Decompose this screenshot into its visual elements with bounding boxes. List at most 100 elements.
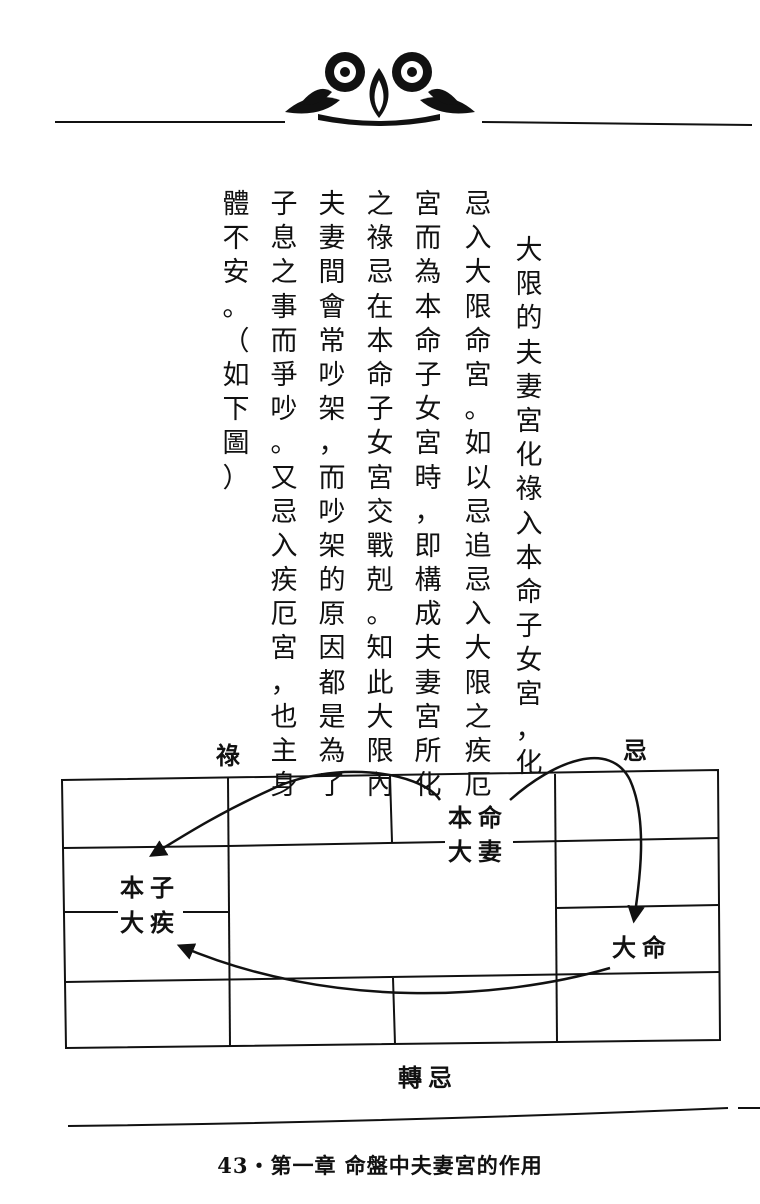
text-char: 所 (414, 736, 442, 767)
text-char: 祿 (515, 474, 543, 506)
text-char: 厄 (464, 770, 492, 802)
text-char: 入 (464, 599, 492, 631)
text-char: 即 (414, 530, 442, 562)
text-char: 大 (464, 633, 492, 665)
text-char: 女 (414, 394, 442, 426)
text-char: 子 (515, 611, 543, 643)
text-char: 會 (318, 291, 346, 323)
text-char: 宮 (366, 462, 394, 494)
text-char: 原 (318, 599, 346, 631)
text-char: 子 (366, 394, 394, 426)
text-char: 構 (414, 565, 442, 597)
text-char: 。 (270, 428, 298, 460)
text-char: 忌 (464, 496, 492, 528)
text-char: 追 (464, 530, 492, 562)
grid-line-h2 (227, 841, 446, 847)
ben-zi-label: 本子 (120, 873, 180, 902)
text-char: 本 (366, 325, 394, 357)
text-char: 事 (270, 291, 298, 323)
text-char: 命 (515, 576, 543, 608)
text-char: 安 (222, 257, 250, 289)
text-char: 限 (464, 667, 492, 699)
text-char: 體 (222, 189, 250, 220)
text-char: 。 (464, 394, 492, 426)
text-char: 在 (366, 291, 394, 323)
text-char: 主 (270, 736, 298, 767)
header-ornament (55, 52, 753, 126)
text-char: 如 (464, 428, 492, 460)
text-char: 忌 (464, 189, 492, 220)
text-char: 又 (270, 462, 298, 494)
text-char: 命 (366, 359, 394, 391)
text-char: 宮 (515, 679, 543, 711)
text-char: 知 (366, 633, 394, 665)
text-char: 身 (270, 770, 298, 802)
text-column-6: 子息之事而爭吵。又忌入疾厄宮，也主身 (264, 188, 304, 803)
text-char: 妻 (414, 667, 442, 699)
grid-line-h1 (62, 845, 229, 849)
text-char: 成 (414, 599, 442, 631)
page-footer: 43・第一章 命盤中夫妻宮的作用 (217, 1153, 543, 1178)
text-char: 以 (464, 462, 492, 494)
text-char: 間 (318, 257, 346, 289)
grid-frame (60, 768, 722, 1050)
text-char: 入 (515, 508, 543, 540)
text-char: 大 (464, 257, 492, 289)
text-char: 限 (515, 269, 543, 301)
text-char: 入 (270, 530, 298, 562)
text-char: ， (270, 667, 298, 699)
grid-line-v3 (554, 773, 558, 1043)
text-char: 夫 (515, 337, 543, 369)
text-column-3: 宮而為本命子女宮時，即構成夫妻宮所化 (408, 188, 448, 803)
text-char: 吵 (318, 496, 346, 528)
text-char: 疾 (270, 565, 298, 597)
da-ji-label: 大疾 (120, 908, 180, 937)
text-char: 宮 (464, 359, 492, 391)
text-column-1: 大限的夫妻宮化祿入本命子女宮，化 (509, 234, 549, 781)
text-char: 時 (414, 462, 442, 494)
text-char: 女 (366, 428, 394, 460)
ji-arrow (509, 756, 645, 924)
text-char: 而 (318, 462, 346, 494)
text-char: 命 (464, 325, 492, 357)
text-char: 命 (414, 325, 442, 357)
text-char: 宮 (414, 701, 442, 733)
text-char: 吵 (270, 394, 298, 426)
text-char: （ (222, 325, 250, 357)
text-char: 大 (515, 235, 543, 266)
text-char: 因 (318, 633, 346, 665)
text-char: 都 (318, 667, 346, 699)
text-char: ） (222, 462, 250, 494)
da-ming-label: 大命 (612, 933, 672, 962)
text-char: 爭 (270, 359, 298, 391)
text-char: 子 (270, 189, 298, 220)
text-char: ， (414, 496, 442, 528)
text-char: 剋 (366, 565, 394, 597)
text-char: 架 (318, 394, 346, 426)
text-char: 疾 (464, 736, 492, 767)
text-char: 不 (222, 223, 250, 255)
text-char: 厄 (270, 599, 298, 631)
text-char: 之 (366, 189, 394, 220)
text-char: 是 (318, 701, 346, 733)
da-qi-label: 大妻 (448, 837, 508, 866)
text-char: 此 (366, 667, 394, 699)
text-char: 之 (464, 701, 492, 733)
grid-line-v1 (227, 777, 231, 1047)
text-char: ， (318, 428, 346, 460)
text-char: 本 (515, 542, 543, 574)
text-char: 入 (464, 223, 492, 255)
grid-line-v2 (389, 775, 393, 843)
text-char: 圖 (222, 428, 250, 460)
text-char: 妻 (318, 223, 346, 255)
text-char: 宮 (270, 633, 298, 665)
text-char: 為 (318, 736, 346, 767)
grid-line-h6 (555, 904, 720, 909)
text-char: 戰 (366, 530, 394, 562)
text-char: 女 (515, 645, 543, 677)
text-char: 祿 (366, 223, 394, 255)
lu-arrow (149, 770, 442, 857)
text-char: 宮 (414, 428, 442, 460)
grid-line-h3 (512, 837, 720, 843)
text-char: 的 (515, 303, 543, 335)
